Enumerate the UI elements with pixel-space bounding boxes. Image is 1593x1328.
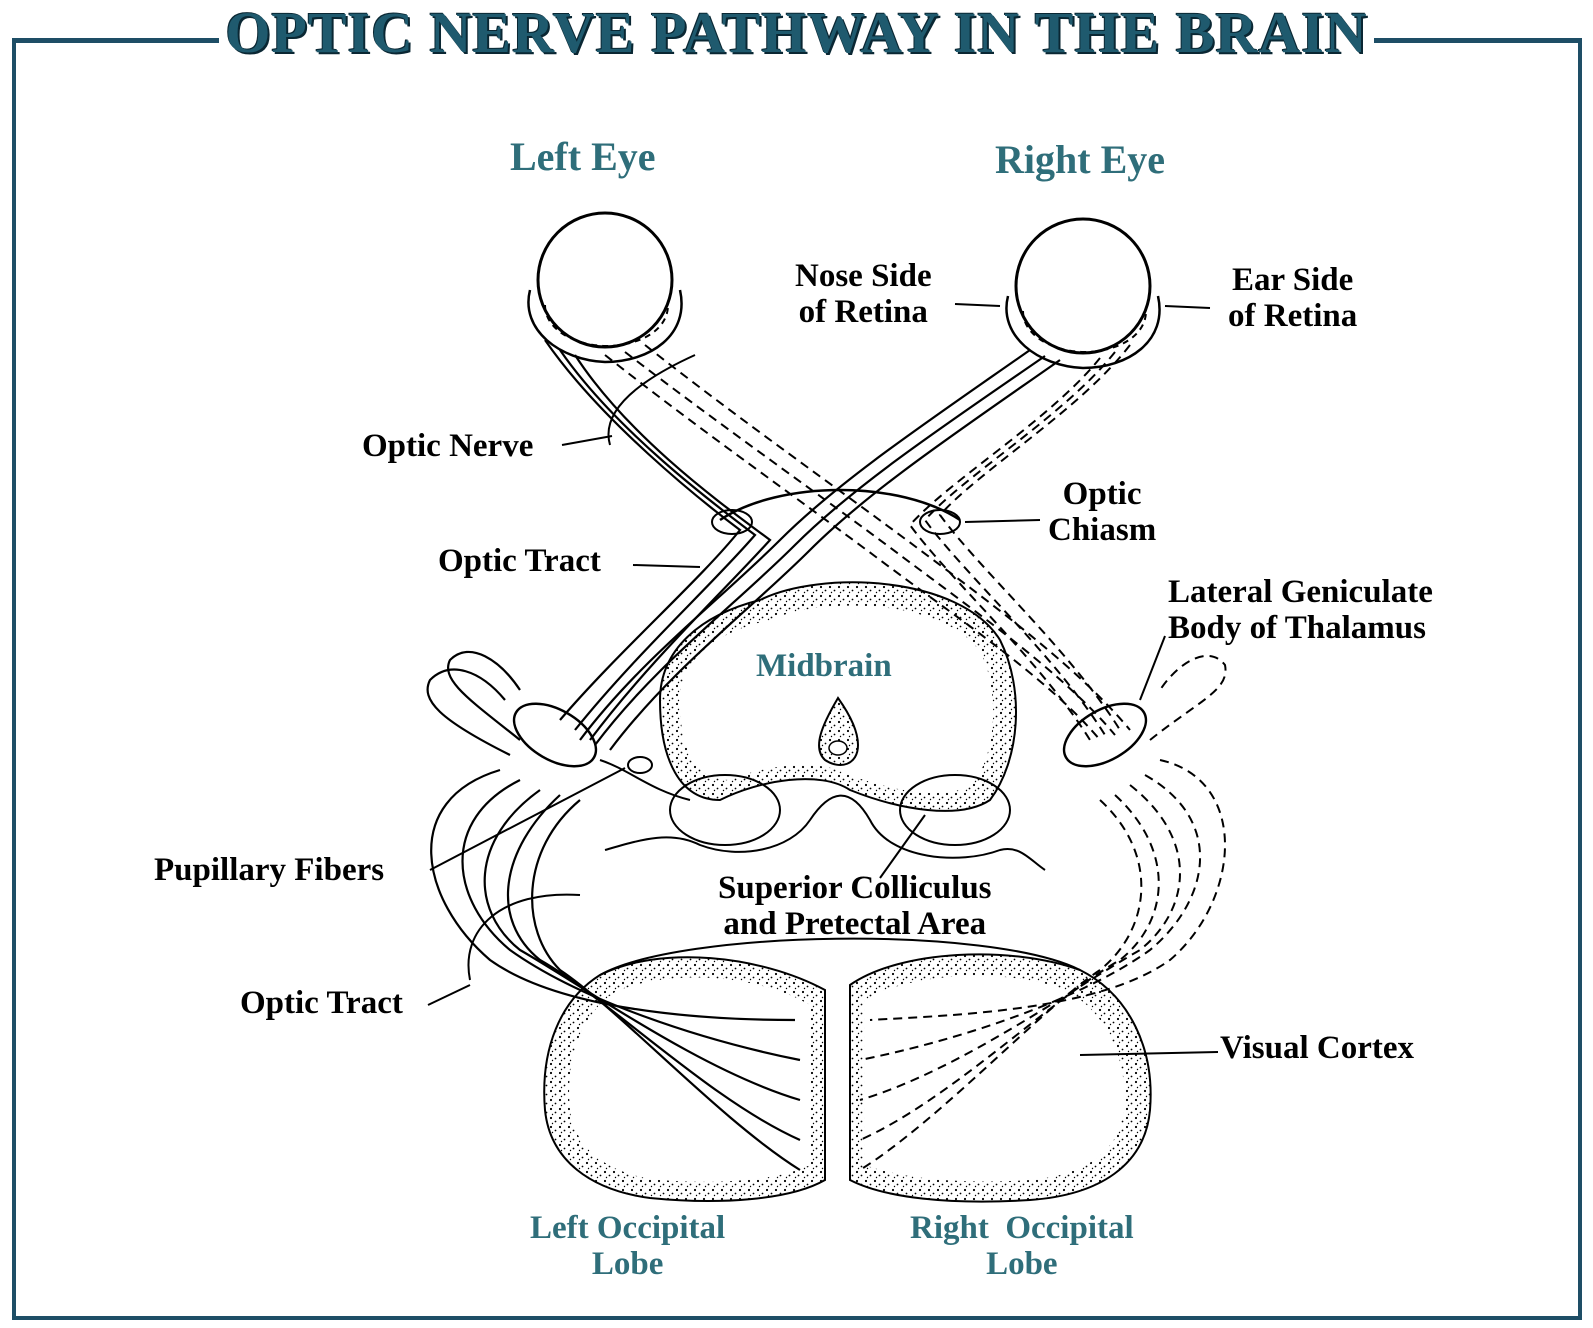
- pupillary-fibers-label: Pupillary Fibers: [154, 852, 384, 888]
- left-lateral-geniculate: [504, 691, 607, 779]
- right-eye-label: Right Eye: [995, 138, 1165, 182]
- superior-colliculus-label: Superior Colliculus and Pretectal Area: [718, 870, 992, 943]
- midbrain-label: Midbrain: [756, 648, 892, 684]
- optic-nerve-label: Optic Nerve: [362, 428, 533, 464]
- lower-optic-tract-bracket: [468, 895, 580, 980]
- right-lateral-geniculate: [1054, 691, 1157, 779]
- right-occipital-lobe-shape: [850, 954, 1151, 1201]
- left-eye-label: Left Eye: [510, 135, 656, 179]
- ear-side-retina-label: Ear Side of Retina: [1228, 262, 1357, 335]
- left-occipital-lobe-label: Left Occipital Lobe: [530, 1210, 725, 1283]
- nose-side-retina-label: Nose Side of Retina: [795, 258, 932, 331]
- optic-tract-lower-label: Optic Tract: [240, 985, 403, 1021]
- right-eye-shape: [1006, 219, 1159, 368]
- optic-tract-upper-label: Optic Tract: [438, 543, 601, 579]
- left-eye-shape: [528, 213, 681, 362]
- midbrain-shape: [605, 582, 1045, 870]
- right-occipital-lobe-label: Right Occipital Lobe: [910, 1210, 1134, 1283]
- lateral-geniculate-label: Lateral Geniculate Body of Thalamus: [1168, 574, 1433, 647]
- optic-chiasm-label: Optic Chiasm: [1048, 476, 1156, 549]
- visual-cortex-label: Visual Cortex: [1220, 1030, 1414, 1066]
